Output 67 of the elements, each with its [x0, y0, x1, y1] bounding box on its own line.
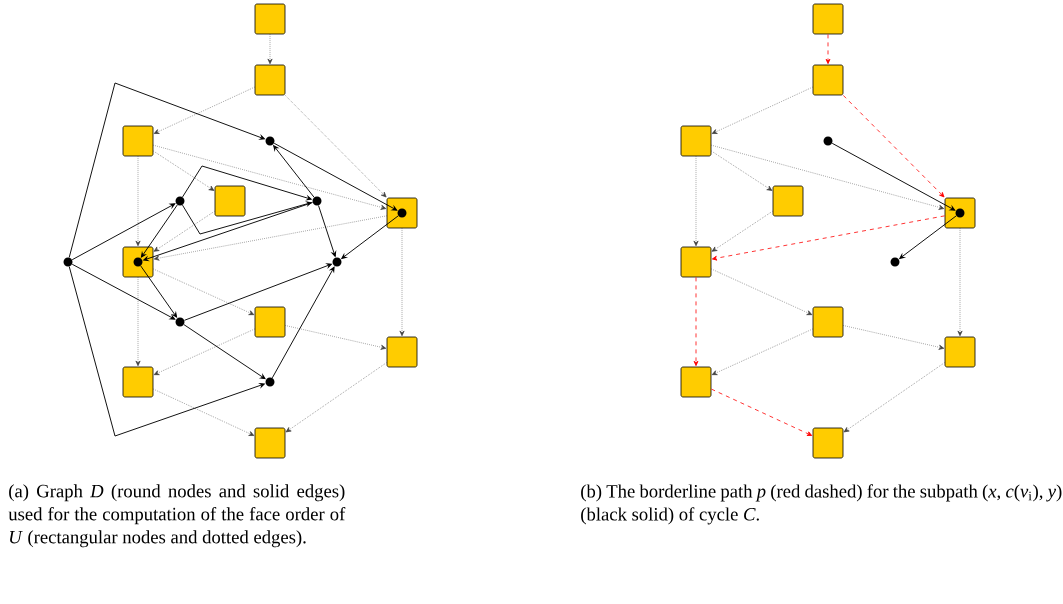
arrow: [843, 362, 945, 433]
arrow: [153, 268, 255, 315]
arrow: [271, 266, 335, 379]
arrow: [899, 215, 957, 259]
arrow: [711, 388, 813, 436]
process-box: [122, 366, 154, 398]
arrow: [711, 215, 945, 261]
arrow: [284, 95, 387, 198]
arrow: [183, 324, 266, 380]
process-box: [122, 125, 154, 157]
arrow: [825, 34, 831, 65]
arrow: [135, 156, 141, 247]
arrow: [693, 277, 699, 367]
arrow: [153, 328, 255, 375]
arrow: [711, 268, 813, 315]
arrow: [957, 228, 963, 337]
process-box: [254, 427, 286, 459]
arrow: [285, 362, 387, 433]
process-box: [772, 185, 804, 217]
caption: (a) Graph D (round nodes and solid edges) used for the computation of the face order of U (rectangular nodes and dotted edges).: [8, 484, 346, 548]
arrow: [153, 86, 255, 134]
process-box: [254, 3, 286, 35]
process-box: [680, 246, 712, 278]
arrow: [711, 144, 945, 210]
process-box: [944, 336, 976, 368]
arrow: [153, 215, 387, 261]
arrow: [842, 95, 945, 198]
arrow: [135, 277, 141, 367]
arrow: [68, 266, 265, 437]
arrow: [140, 204, 178, 258]
arrow: [71, 263, 176, 320]
arrow: [711, 86, 813, 134]
arrow: [843, 325, 945, 350]
arrow: [153, 388, 255, 436]
arrow: [182, 201, 312, 235]
arrow: [399, 228, 405, 337]
process-box: [254, 64, 286, 96]
arrow: [711, 150, 773, 191]
arrow: [285, 325, 387, 350]
arrow: [693, 156, 699, 247]
process-box: [812, 427, 844, 459]
arrow: [267, 34, 273, 65]
arrow: [318, 205, 337, 257]
process-box: [386, 336, 418, 368]
arrow: [711, 328, 813, 375]
arrow: [143, 202, 313, 261]
process-box: [680, 125, 712, 157]
arrow: [71, 203, 176, 261]
arrow: [153, 210, 215, 252]
arrow: [140, 265, 178, 318]
process-box: [214, 185, 246, 217]
arrow: [273, 145, 315, 198]
arrow: [153, 150, 215, 191]
arrow: [341, 215, 399, 259]
process-box: [812, 306, 844, 338]
caption: (b) The borderline path p (red dashed) for the subpath (x, c(v$_{i}$), y) (black solid) of cycle C.: [581, 484, 1062, 525]
arrow: [182, 165, 312, 201]
arrow: [273, 142, 398, 211]
process-box: [254, 306, 286, 338]
arrow: [153, 144, 387, 210]
process-box: [680, 366, 712, 398]
process-box: [812, 3, 844, 35]
arrow: [711, 210, 773, 252]
arrow: [68, 82, 265, 258]
process-box: [812, 64, 844, 96]
arrow: [831, 142, 956, 211]
arrow: [184, 263, 332, 321]
